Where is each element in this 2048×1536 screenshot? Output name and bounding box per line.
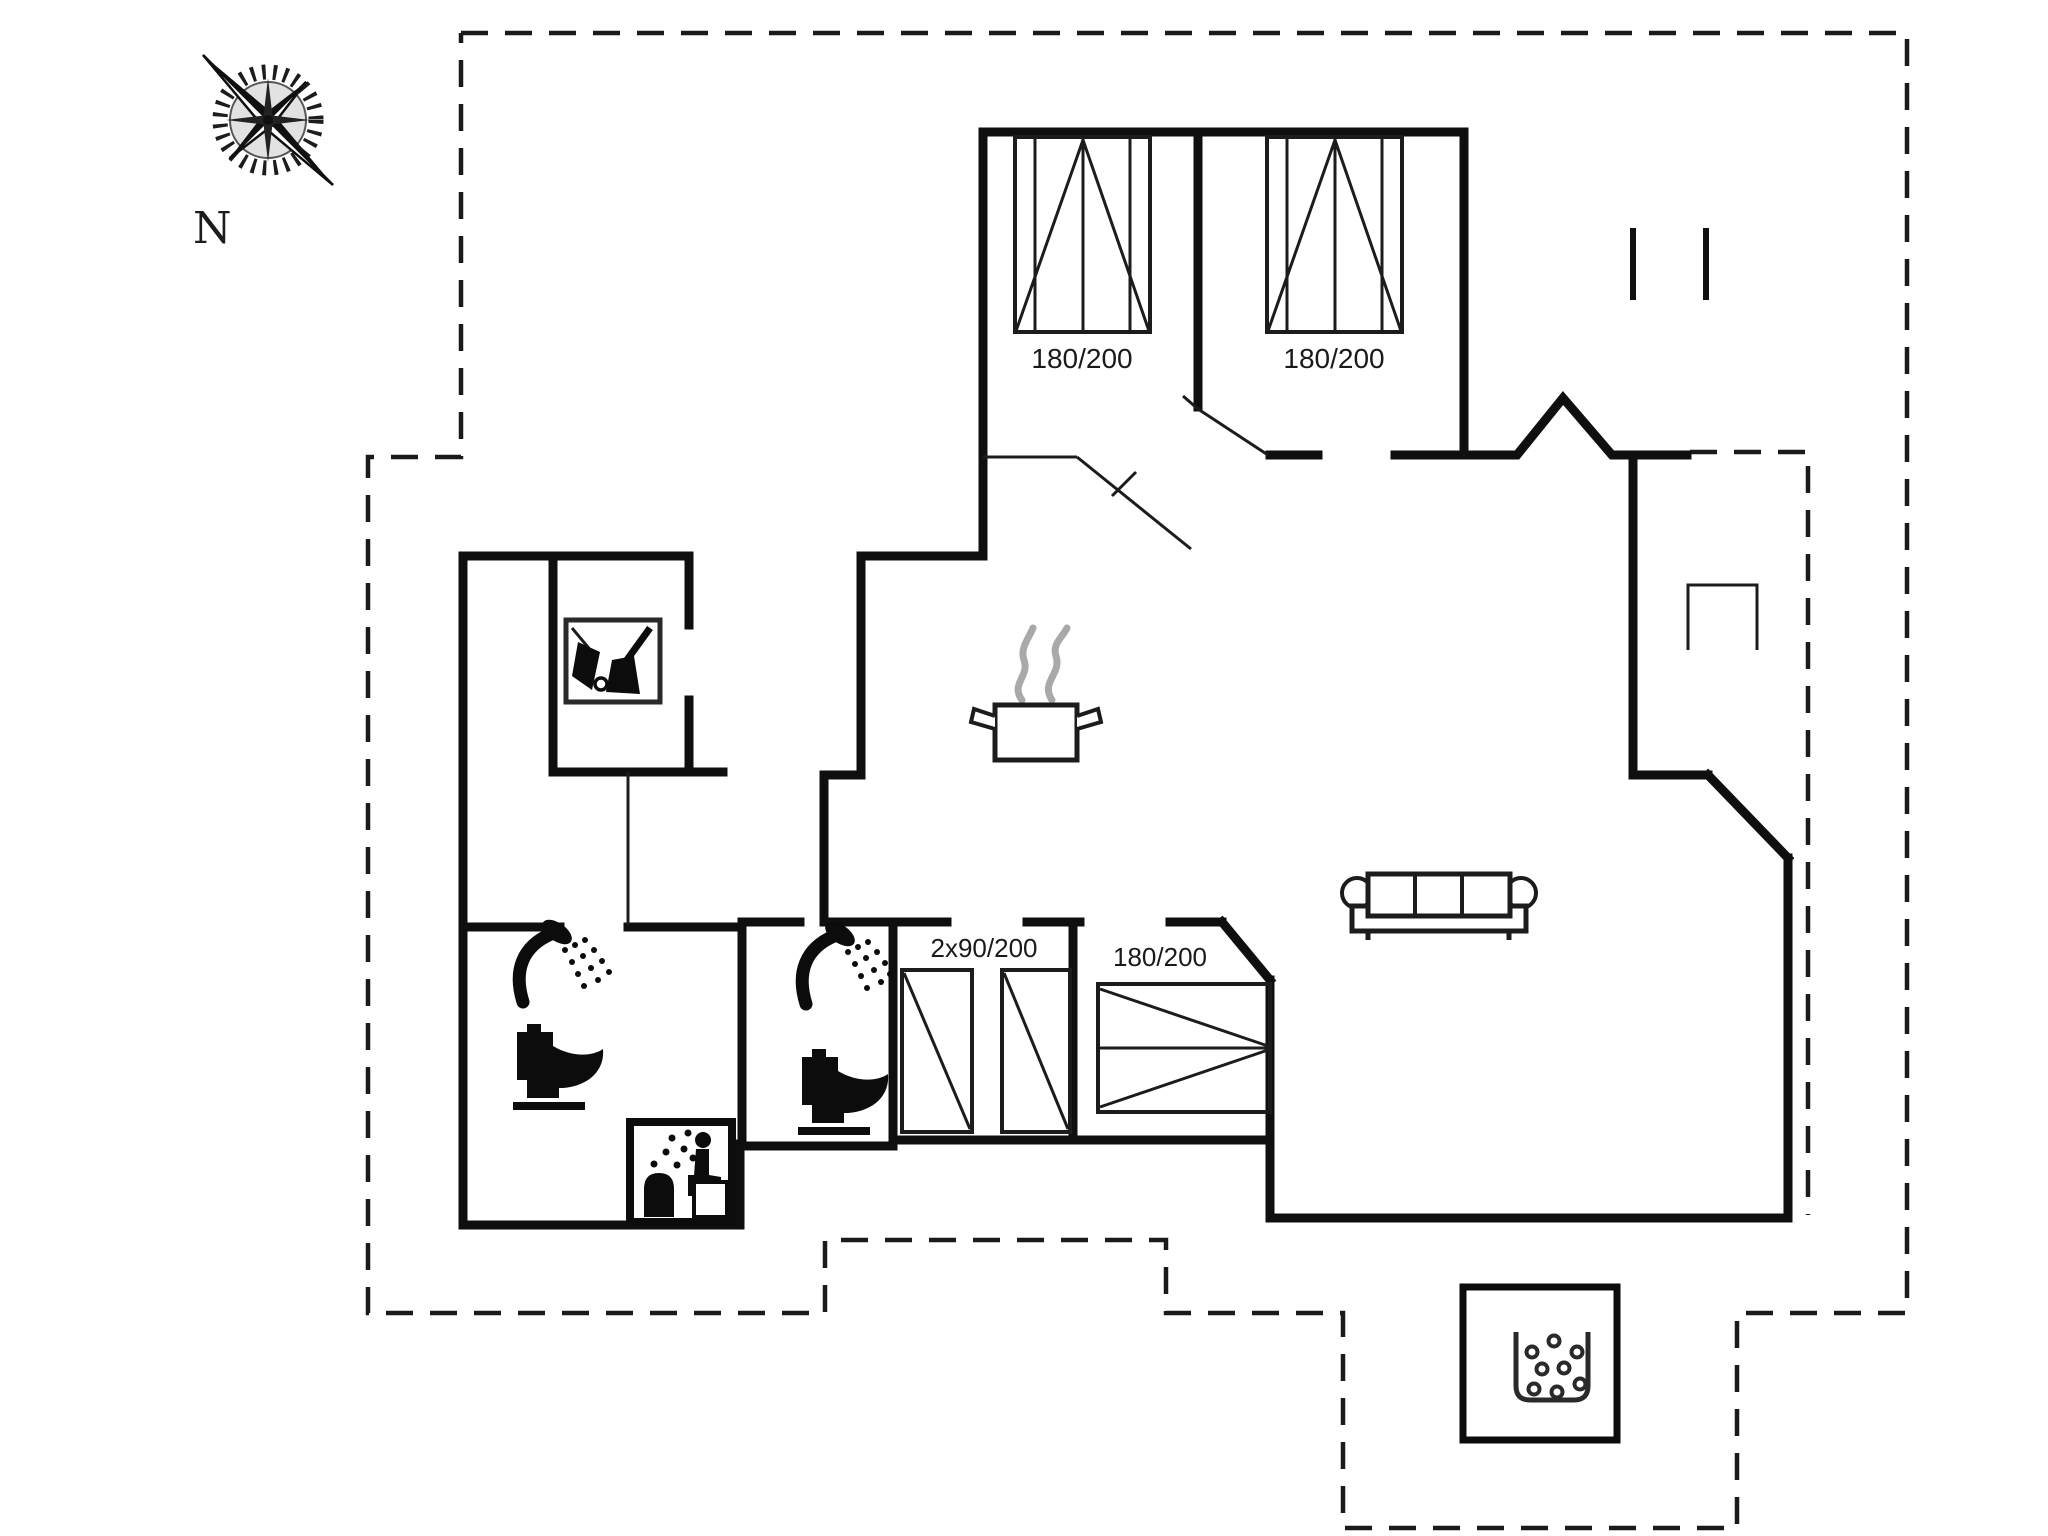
hot-tub-icon	[1459, 1283, 1621, 1444]
double-bed-3	[1096, 982, 1272, 1114]
toilet-icon-1	[513, 1024, 604, 1110]
terrace-boundary	[365, 30, 1910, 1531]
door-swings	[626, 394, 1269, 925]
steam-icon	[1014, 624, 1037, 704]
cleaning-closet-icon	[563, 617, 663, 705]
single-bed-1	[900, 968, 974, 1134]
gate-marks	[1630, 228, 1709, 300]
bed-dimension-label-2: 180/200	[1283, 343, 1384, 374]
terrace-inner-boundary	[1690, 449, 1811, 1215]
double-bed-1	[1013, 135, 1152, 334]
shower-icon-2	[795, 921, 893, 1011]
single-bed-2	[1000, 968, 1072, 1134]
garden-bench	[1686, 583, 1759, 650]
compass-north-label: N	[193, 203, 232, 254]
steam-icon	[1044, 624, 1071, 704]
bed-dimension-label-1: 180/200	[1031, 343, 1132, 374]
walls	[458, 127, 1795, 1230]
bed-dimension-label-4: 180/200	[1113, 942, 1207, 972]
double-bed-2	[1265, 135, 1404, 334]
compass-rose-icon: N	[193, 54, 334, 254]
sofa	[1340, 871, 1538, 940]
bed-dimension-label-3: 2x90/200	[931, 933, 1038, 963]
kitchen-pot-icon	[968, 624, 1104, 763]
toilet-icon-2	[798, 1049, 889, 1135]
shower-icon-1	[512, 919, 612, 1009]
sauna-icon	[626, 1118, 736, 1226]
door-swing-bedroom1	[1076, 455, 1192, 551]
door-swing-bedroom2	[1197, 407, 1269, 457]
